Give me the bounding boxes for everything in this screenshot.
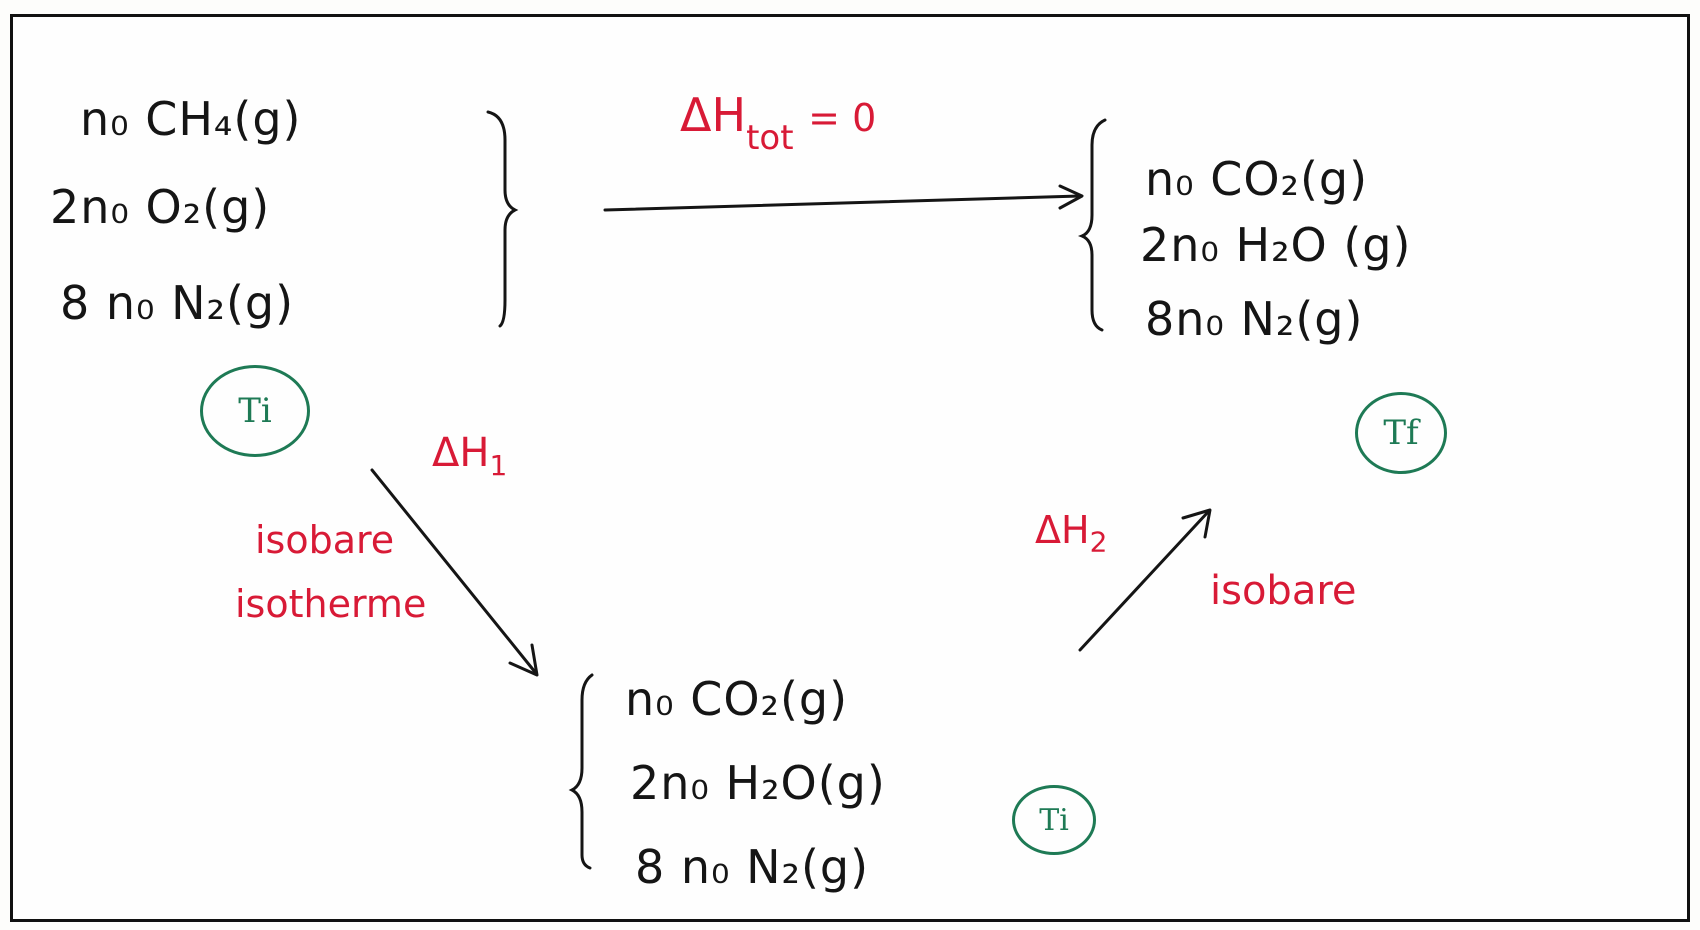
step2-arrow-shaft: [1078, 510, 1210, 652]
delta-h-1-main: ΔH: [432, 430, 490, 476]
delta-h-total-suffix: = 0: [808, 96, 877, 140]
delta-h-total-sub: tot: [746, 118, 794, 158]
intermediate-left-brace: [568, 673, 594, 870]
delta-h-1-label: ΔH1: [432, 430, 507, 482]
delta-h-total-label: ΔHtot = 0: [680, 88, 876, 158]
step1-arrow-shaft: [370, 468, 537, 674]
initial-line-2: 2n₀ O₂(g): [50, 180, 271, 234]
step1-desc-1: isobare: [255, 518, 395, 562]
step1-desc-2: isotherme: [235, 582, 427, 626]
delta-h-1-sub: 1: [489, 449, 508, 482]
total-arrow-head: [1058, 184, 1084, 210]
intermediate-line-2: 2n₀ H₂O(g): [630, 756, 886, 810]
delta-h-2-label: ΔH2: [1035, 508, 1107, 559]
step1-arrow-head: [508, 643, 539, 677]
step2-arrow-head: [1181, 508, 1212, 539]
final-left-brace: [1077, 118, 1107, 332]
initial-right-brace: [486, 110, 519, 328]
initial-line-3: 8 n₀ N₂(g): [60, 276, 295, 330]
delta-h-2-main: ΔH: [1035, 508, 1090, 552]
intermediate-line-3: 8 n₀ N₂(g): [635, 840, 870, 894]
delta-h-total-main: ΔH: [680, 88, 747, 142]
final-line-3: 8n₀ N₂(g): [1145, 292, 1364, 346]
final-line-1: n₀ CO₂(g): [1145, 152, 1369, 206]
total-arrow-shaft: [603, 194, 1082, 212]
intermediate-line-1: n₀ CO₂(g): [625, 672, 849, 726]
step2-desc-1: isobare: [1210, 568, 1357, 614]
initial-temperature: Ti: [200, 365, 310, 457]
final-temperature: Tf: [1355, 392, 1447, 474]
initial-line-1: n₀ CH₄(g): [80, 92, 302, 146]
delta-h-2-sub: 2: [1089, 525, 1108, 559]
final-line-2: 2n₀ H₂O (g): [1140, 218, 1412, 272]
intermediate-temperature: Ti: [1012, 785, 1096, 855]
